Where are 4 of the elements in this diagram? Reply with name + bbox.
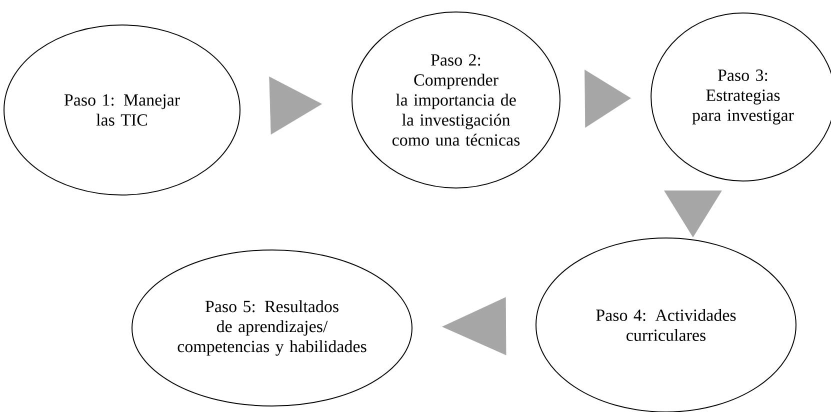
chevron-arrow [664, 190, 722, 238]
chevron-arrow [442, 297, 506, 356]
chevron-arrow [584, 70, 631, 128]
chevron-arrow [269, 76, 322, 134]
